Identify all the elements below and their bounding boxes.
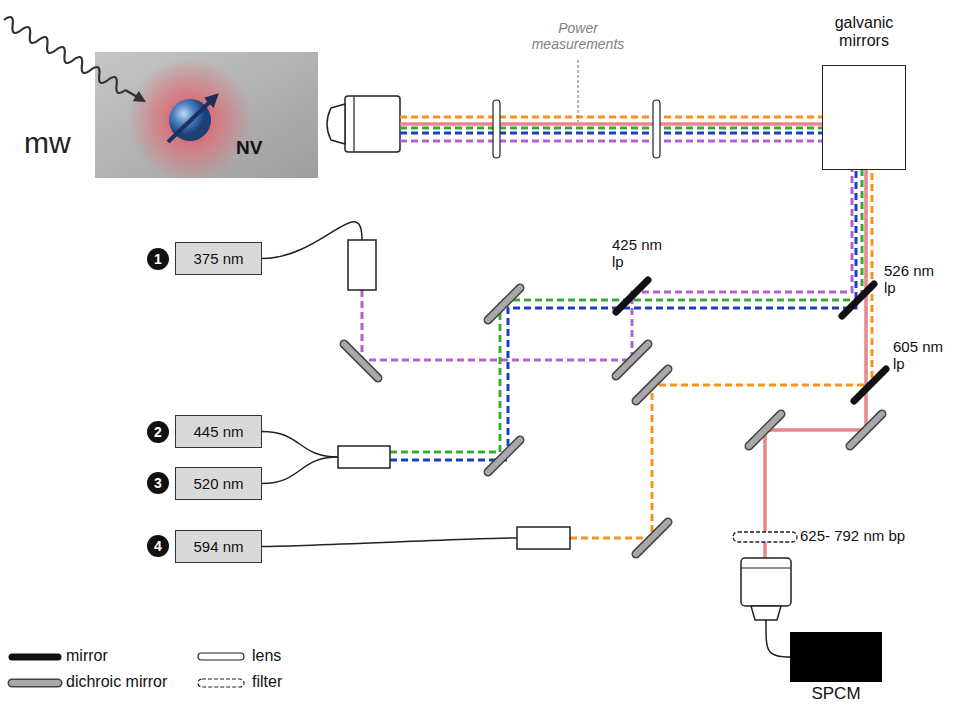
legend-text: mirror — [66, 647, 108, 665]
laser-box: 445 nm — [175, 415, 262, 448]
laser-box: 594 nm — [175, 530, 262, 563]
galvo-label: galvanic mirrors — [822, 14, 906, 51]
part-label: mw — [24, 126, 71, 161]
lens — [653, 100, 660, 158]
combined-beams — [400, 117, 822, 141]
laser-box: 520 nm — [175, 467, 262, 500]
optical-fiber — [262, 432, 338, 458]
legend-mirror-sample — [12, 654, 58, 661]
part-label: Power measurements — [522, 20, 634, 52]
legend-dichroic-sample — [12, 680, 58, 686]
diamond-sample — [95, 52, 318, 178]
node-text: 594 nm — [193, 538, 243, 555]
beam-connector — [262, 170, 852, 360]
legend-dichroic-sample — [12, 679, 58, 688]
laser-box: 375 nm — [175, 242, 262, 275]
callout-number: 4 — [147, 535, 169, 557]
beam-connector — [262, 170, 856, 460]
detection-objective — [741, 558, 791, 620]
spcm-detector: SPCM — [790, 632, 882, 704]
fiber-collimator — [517, 527, 570, 549]
callout-number: 1 — [147, 248, 169, 270]
objective-lens — [327, 96, 400, 152]
node-text: SPCM — [790, 684, 882, 704]
laser-beam — [390, 170, 856, 460]
black-mirrors — [616, 280, 886, 401]
spcm-box — [790, 632, 882, 682]
galvo-box-outline — [822, 65, 906, 170]
galvo-mirror-box: galvanic mirrors — [822, 14, 906, 170]
spin-arrow — [168, 96, 216, 142]
part-label: 605 nm lp — [893, 338, 951, 373]
optical-fiber — [262, 538, 517, 547]
lens — [493, 100, 500, 158]
laser-beam — [570, 170, 872, 538]
legend-filter-sample — [198, 679, 244, 687]
optical-fiber — [262, 222, 362, 259]
callout-number: 2 — [147, 421, 169, 443]
fluorescence-glow — [128, 58, 252, 182]
node-text: 375 nm — [193, 250, 243, 267]
part-label: NV — [236, 137, 262, 159]
legend-text: filter — [252, 673, 282, 691]
bandpass-filter — [733, 532, 797, 542]
laser-beam — [390, 170, 862, 452]
node-text: 520 nm — [193, 475, 243, 492]
leader-line — [577, 60, 578, 122]
fiber-collimator — [338, 446, 390, 468]
node-text: 445 nm — [193, 423, 243, 440]
part-label: 425 nm lp — [612, 236, 670, 271]
beam-connector — [262, 170, 872, 547]
legend-lens-sample — [198, 653, 244, 660]
microwave-wave — [1, 15, 147, 106]
legend-text: lens — [252, 647, 281, 665]
beam-connector — [262, 170, 862, 484]
optical-fiber — [766, 620, 790, 657]
spcm-label: SPCM — [790, 684, 882, 704]
node-text: galvanic mirrors — [822, 14, 906, 51]
nv-spin-sphere — [169, 99, 211, 141]
grey-mirrors — [344, 288, 882, 554]
optical-fiber — [262, 457, 338, 484]
beam-connector — [765, 170, 866, 657]
part-label: 625- 792 nm bp — [800, 527, 905, 544]
fiber-collimator — [348, 240, 376, 290]
laser-beam — [362, 170, 852, 360]
fluorescence-beam — [765, 170, 866, 558]
callout-number: 3 — [147, 472, 169, 494]
part-label: 526 nm lp — [884, 262, 942, 297]
legend-text: dichroic mirror — [66, 673, 167, 691]
